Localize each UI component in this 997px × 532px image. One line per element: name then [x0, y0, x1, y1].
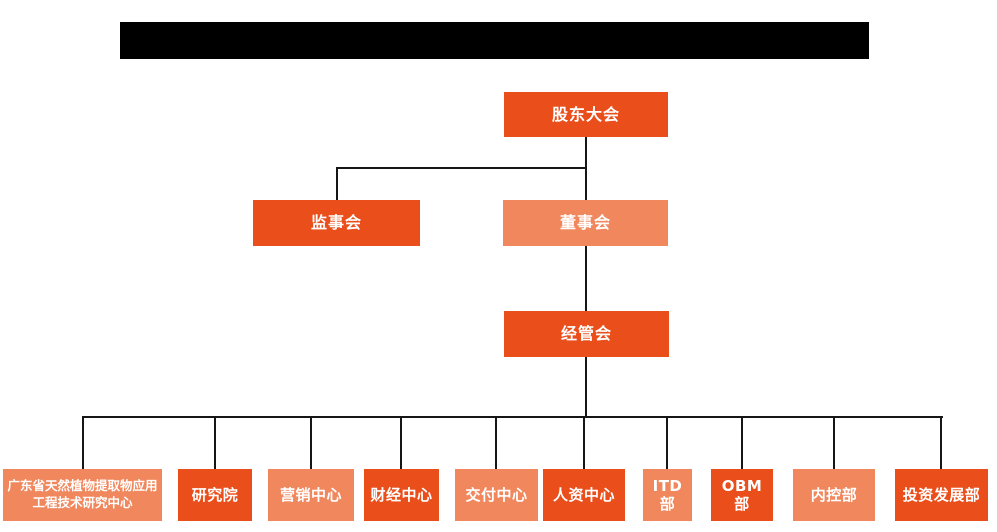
org-node-label: 内控部 [810, 486, 858, 504]
org-node-label: 人资中心 [552, 486, 615, 504]
org-node-label: 财经中心 [370, 486, 433, 504]
org-node-label: 研究院 [191, 486, 239, 504]
org-node-research-institute: 研究院 [178, 469, 252, 521]
connector-line [82, 416, 84, 469]
org-node-label: 投资发展部 [902, 486, 981, 504]
org-node-investment-development-department: 投资发展部 [895, 469, 988, 521]
connector-line [833, 416, 835, 469]
connector-line [336, 167, 587, 169]
org-node-label: 交付中心 [465, 486, 528, 504]
org-node-shareholders-meeting: 股东大会 [504, 92, 668, 137]
redacted-title-bar [120, 22, 869, 59]
org-node-label: ITD部 [652, 477, 683, 513]
connector-line [336, 167, 338, 200]
connector-line [585, 356, 587, 417]
org-node-internal-control-department: 内控部 [793, 469, 875, 521]
org-node-label: OBM部 [721, 477, 763, 513]
org-node-label: 监事会 [310, 213, 362, 233]
org-node-board-of-directors: 董事会 [503, 200, 668, 246]
connector-line [495, 416, 497, 469]
connector-line [741, 416, 743, 469]
org-node-itd-department: ITD部 [643, 469, 692, 521]
connector-line [83, 416, 943, 418]
org-node-label: 经管会 [560, 324, 612, 344]
org-node-label: 广东省天然植物提取物应用工程技术研究中心 [7, 478, 158, 510]
org-node-delivery-center: 交付中心 [455, 469, 538, 521]
connector-line [585, 245, 587, 311]
org-node-obm-department: OBM部 [711, 469, 773, 521]
connector-line [940, 416, 942, 469]
org-node-guangdong-research-center: 广东省天然植物提取物应用工程技术研究中心 [3, 469, 162, 521]
connector-line [214, 416, 216, 469]
connector-line [400, 416, 402, 469]
connector-line [583, 416, 585, 469]
connector-line [310, 416, 312, 469]
org-node-management-committee: 经管会 [504, 311, 669, 357]
org-node-label: 股东大会 [551, 104, 620, 124]
org-node-marketing-center: 营销中心 [268, 469, 354, 521]
connector-line [666, 416, 668, 469]
org-node-label: 董事会 [559, 213, 611, 233]
org-node-finance-center: 财经中心 [364, 469, 439, 521]
org-node-label: 营销中心 [279, 486, 342, 504]
org-node-supervisory-board: 监事会 [253, 200, 420, 246]
org-node-hr-center: 人资中心 [543, 469, 625, 521]
